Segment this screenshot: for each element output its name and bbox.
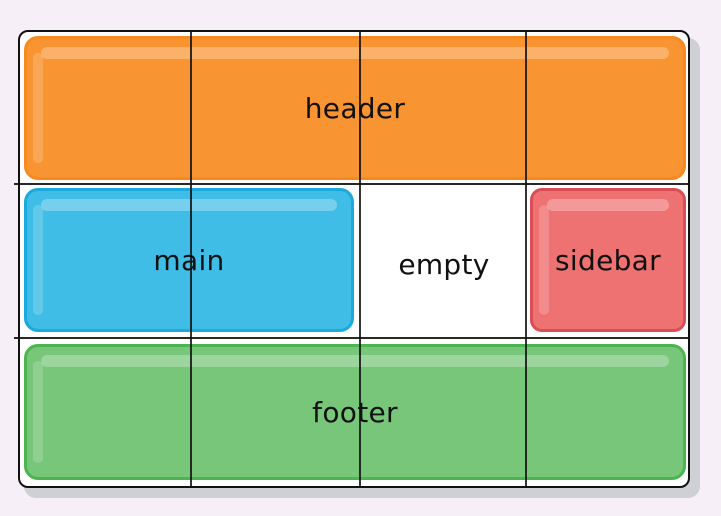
footer-area: footer: [24, 344, 686, 480]
empty-label: empty: [398, 247, 490, 281]
header-gloss-left: [33, 53, 43, 163]
empty-area: empty: [364, 190, 524, 338]
header-label: header: [304, 91, 406, 125]
sidebar-gloss: [547, 199, 669, 211]
main-label: main: [153, 243, 225, 277]
footer-gloss-left: [33, 361, 43, 463]
main-gloss: [41, 199, 337, 211]
footer-label: footer: [312, 395, 398, 429]
footer-gloss: [41, 355, 669, 367]
sidebar-area: sidebar: [530, 188, 686, 332]
main-gloss-left: [33, 205, 43, 315]
header-gloss: [41, 47, 669, 59]
header-area: header: [24, 36, 686, 180]
main-area: main: [24, 188, 354, 332]
sidebar-label: sidebar: [555, 243, 661, 277]
sidebar-gloss-left: [539, 205, 549, 315]
